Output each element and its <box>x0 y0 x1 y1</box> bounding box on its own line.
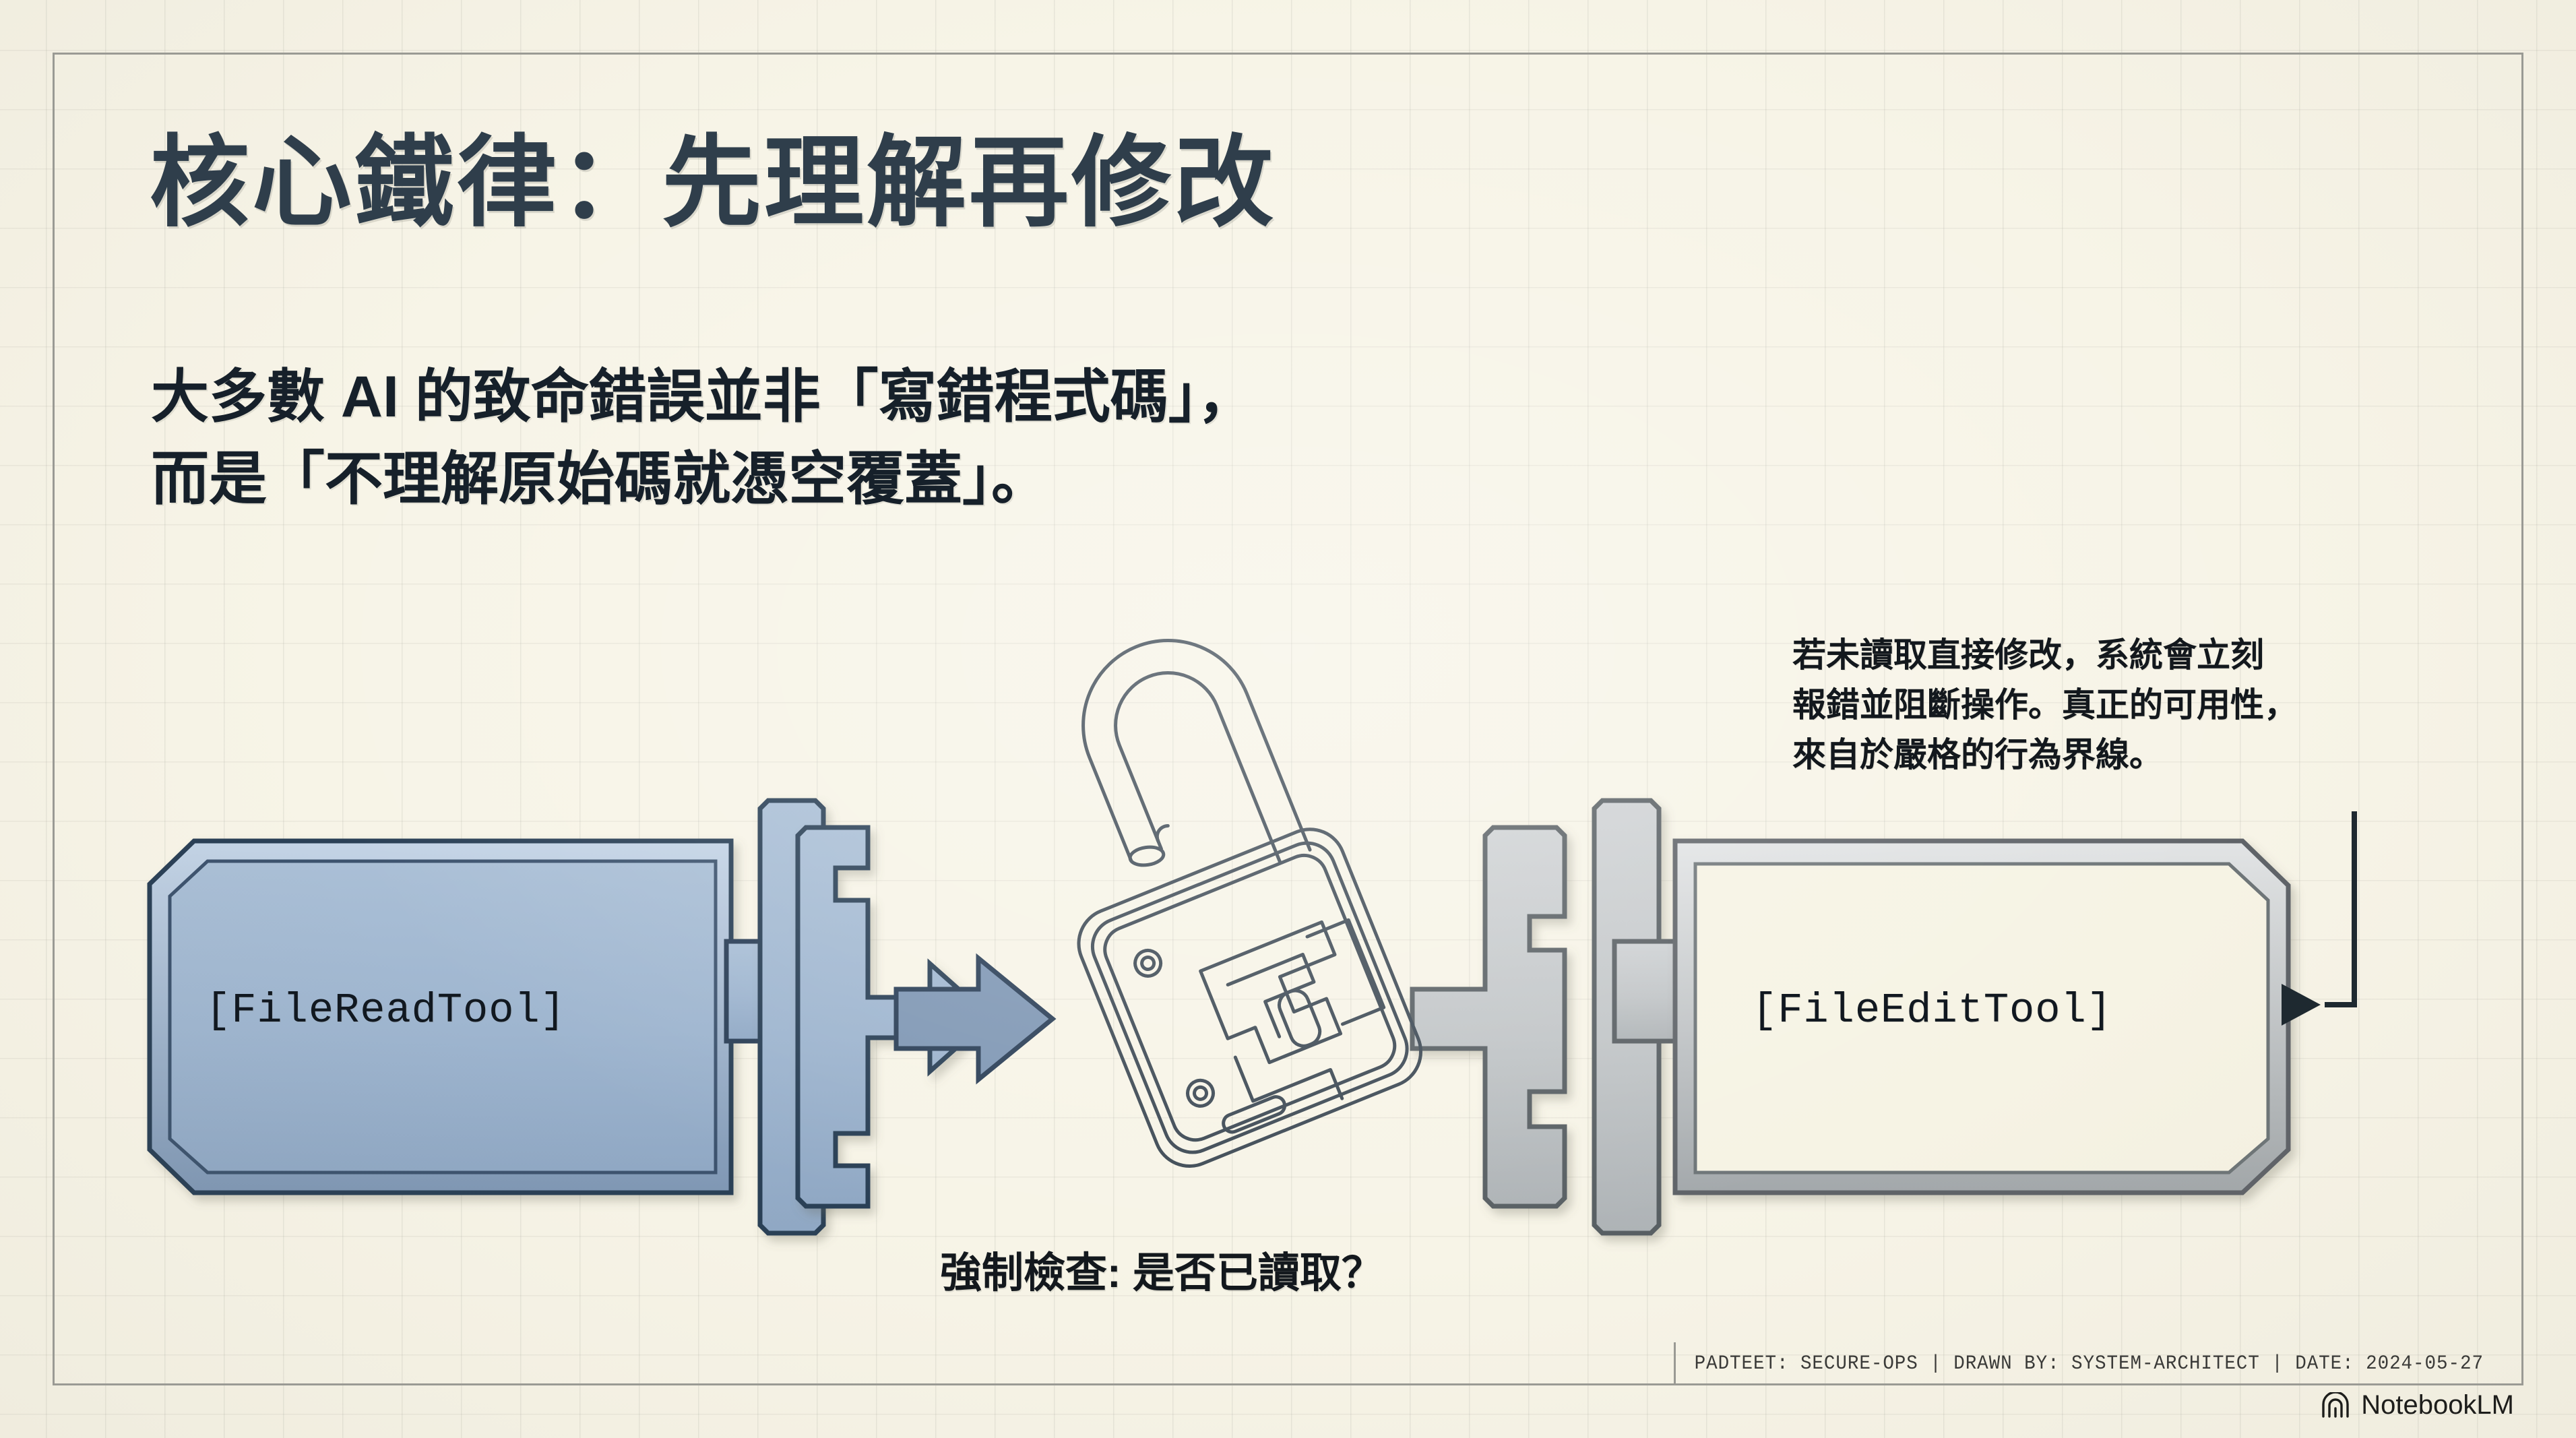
notebooklm-brand: NotebookLM <box>2321 1390 2514 1420</box>
title-block-stamp: PADTEET: SECURE-OPS | DRAWN BY: SYSTEM-A… <box>1674 1342 2521 1385</box>
file-read-tool-box <box>147 838 734 1195</box>
page-title: 核心鐵律：先理解再修改 <box>150 127 1276 239</box>
callout-arrow <box>2325 811 2357 1007</box>
left-interlock-connector <box>724 798 1057 1236</box>
open-padlock-icon <box>1077 639 1423 1168</box>
arrow-left-icon <box>2282 984 2321 1026</box>
file-edit-tool-label: [FileEditTool] <box>1752 987 2112 1034</box>
notebooklm-brand-label: NotebookLM <box>2361 1390 2514 1420</box>
diagram-caption: 強制檢查: 是否已讀取？ <box>940 1250 1383 1296</box>
file-edit-tool-box <box>1672 838 2291 1195</box>
page-frame-border <box>53 53 2523 1385</box>
notebooklm-arc-icon <box>2322 1392 2349 1418</box>
stamp-text: PADTEET: SECURE-OPS | DRAWN BY: SYSTEM-A… <box>1694 1352 2484 1375</box>
side-annotation: 若未讀取直接修改，系統會立刻 報錯並阻斷操作。真正的可用性， 來自於嚴格的行為界… <box>1792 636 2298 774</box>
file-read-tool-label: [FileReadTool] <box>206 987 566 1034</box>
page-subtitle: 大多數 AI 的致命錯誤並非「寫錯程式碼」， 而是「不理解原始碼就憑空覆蓋」。 <box>151 365 1255 512</box>
